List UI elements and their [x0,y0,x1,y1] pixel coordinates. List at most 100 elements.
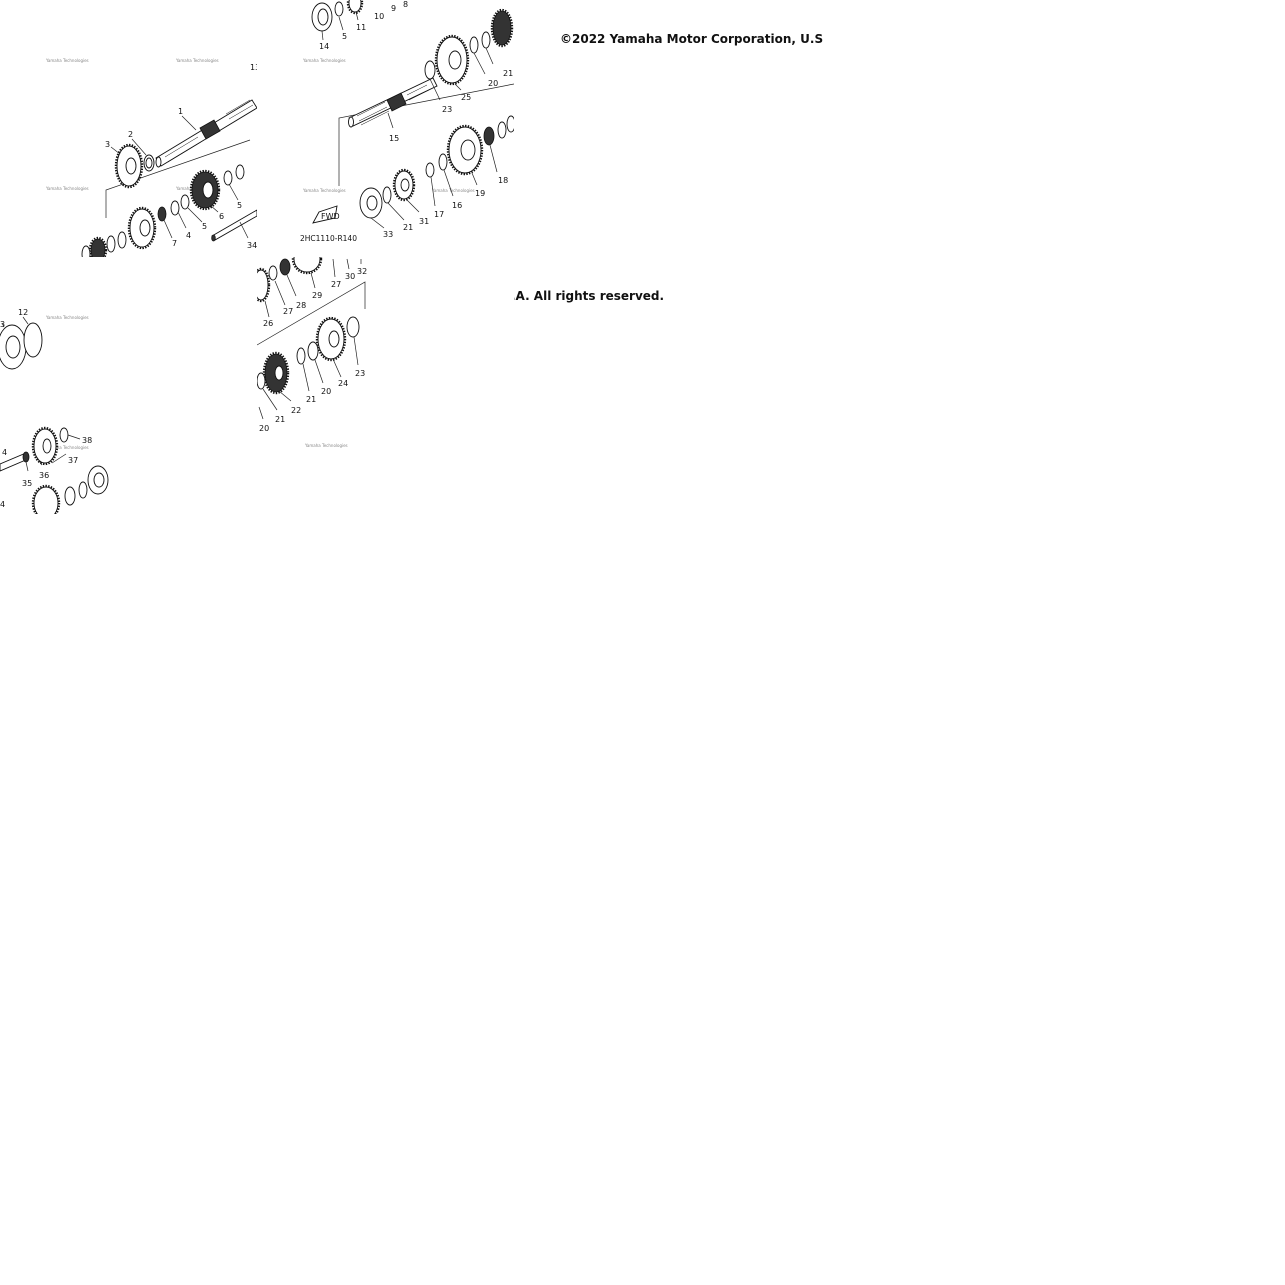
leader-12 [22,316,29,325]
leader-20 [314,359,324,384]
callout: 20 [321,387,331,396]
copyright-text: ©2022 Yamaha Motor Corporation, U.S [560,32,824,46]
gear-26 [257,267,271,303]
bearing-3 [0,324,27,370]
leader-27 [274,280,286,306]
callout: 36 [39,471,49,480]
assembly-bracket-line [257,281,366,346]
leader-4 [177,211,187,229]
callout: 3 [105,140,110,149]
washer-edge [81,245,91,257]
callout: 16 [452,201,462,210]
callout: 4 [0,500,5,509]
leader-33 [370,217,385,229]
callout: 35 [22,479,32,488]
callout: 32 [357,267,367,276]
callout: 21 [503,69,513,78]
washer-27 [268,265,278,281]
assembly-bracket-line [105,139,251,218]
bushing-7 [157,206,167,222]
leader-3 [1,322,5,328]
callout: 34 [247,241,257,250]
callout: 21 [306,395,316,404]
bearing-33 [359,187,383,219]
leader-29 [310,272,316,289]
callout: 5 [342,32,347,41]
washer-20 [469,36,479,54]
leader-36 [35,455,43,466]
watermark: Yamaha Technologies [45,58,89,63]
callout: 18 [498,176,508,185]
callout: 31 [419,217,429,226]
fwd-label: FWD [321,212,340,221]
callout: 20 [488,79,498,88]
callout: 27 [331,280,341,289]
washer-lower [117,231,127,249]
copyright-text-continued: .A. All rights reserved. [511,289,665,303]
leader-23 [353,336,359,366]
gear-11 [346,0,364,15]
leader-26 [264,300,270,318]
bearing-ring-2-inner [145,157,153,169]
gear-31 [392,168,416,202]
callout: 5 [237,201,242,210]
callout: 27 [283,307,293,316]
diagram-tile-top-left: Yamaha Technologies Yamaha Technologies … [0,0,257,257]
leader-27-b [332,258,336,278]
leader-3 [110,146,121,155]
leader-35 [25,461,29,472]
diagram-tile-bottom-left: Yamaha Technologies Yamaha Technologies … [0,257,257,514]
washer-5-c [180,194,190,210]
leader-21-b [262,388,278,411]
callout: 14 [319,42,329,51]
callout: 1 [178,107,183,116]
circlip-17 [425,162,435,178]
leader-24 [332,358,342,378]
leader-21 [302,363,310,392]
leader-11 [355,11,359,21]
callout: 5 [202,222,207,231]
callout: 11 [356,23,366,32]
callout: 12 [18,308,28,317]
leader-15 [387,112,394,129]
circlip-lower [106,235,116,253]
callout: 20 [259,424,269,433]
callout: 38 [82,436,92,445]
main-shaft-drawing: Yamaha Technologies Yamaha Technologies … [45,58,257,257]
gear-24 [315,316,347,362]
circlip-lower [78,481,88,499]
leader-5 [338,16,344,31]
callout: 2 [128,130,133,139]
bushing-23 [346,316,360,338]
leader-21-b [387,202,405,221]
gear-lower-small [88,236,108,257]
callout: 13 [250,63,257,72]
watermark: Yamaha Technologies [45,186,89,191]
callout: 23 [355,369,365,378]
callout: 33 [383,230,393,239]
callout: 4 [2,448,7,457]
leader-7 [163,219,173,239]
washer-21 [382,186,392,204]
washer-20 [307,341,319,361]
callout: 7 [172,239,177,248]
callout: 29 [312,291,322,300]
gear-6 [189,169,221,211]
fwd-arrow-icon: FWD [312,205,340,224]
callout: 26 [263,319,273,328]
leader-20 [473,52,486,75]
callout: 37 [68,456,78,465]
callout: 28 [296,301,306,310]
callout: 6 [219,212,224,221]
gear-hub [490,8,514,48]
leader-23 [429,78,441,101]
gear-25 [434,34,470,86]
watermark: Yamaha Technologies [302,188,346,193]
bearing-lower [87,465,109,495]
main-shaft [155,99,257,168]
assembly-bracket-line [338,83,514,186]
callout: 4 [186,231,191,240]
washer-edge-b [506,115,514,133]
washer-38 [59,427,69,443]
leader-28 [286,274,297,297]
